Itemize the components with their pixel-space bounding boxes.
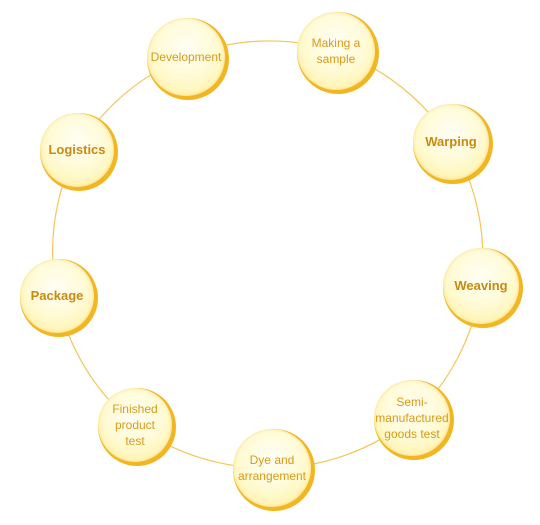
- step-dye-arrangement-label: Dye and arrangement: [237, 453, 307, 483]
- step-package-node: Package: [20, 259, 98, 337]
- step-semi-manufactured-test-node: Semi- manufactured goods test: [374, 380, 454, 460]
- step-making-sample-node: Making a sample: [297, 12, 379, 94]
- step-warping-node: Warping: [413, 104, 493, 184]
- step-development-node: Development: [147, 18, 229, 100]
- step-logistics-label: Logistics: [48, 142, 106, 157]
- step-weaving-label: Weaving: [454, 278, 508, 293]
- step-finished-product-test-node: Finished product test: [98, 388, 176, 466]
- step-warping-label: Warping: [425, 134, 477, 149]
- step-finished-product-test-label: Finished product test: [112, 402, 158, 448]
- step-making-sample-label: Making a sample: [311, 36, 361, 66]
- step-semi-manufactured-test-label: Semi- manufactured goods test: [375, 395, 449, 441]
- step-development-label: Development: [150, 50, 222, 64]
- step-weaving-node: Weaving: [443, 248, 523, 328]
- step-package-label: Package: [30, 288, 84, 303]
- step-dye-arrangement-node: Dye and arrangement: [233, 429, 315, 511]
- step-logistics-node: Logistics: [40, 113, 118, 191]
